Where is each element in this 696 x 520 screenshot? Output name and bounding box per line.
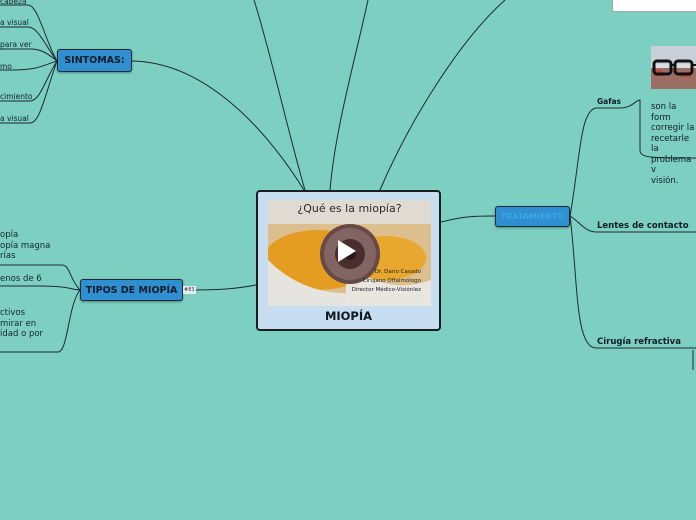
link-sint-3 — [0, 49, 57, 61]
branch-lentes-de-contacto[interactable]: Lentes de contacto — [597, 221, 689, 231]
link-sint-1 — [0, 5, 57, 61]
central-topic[interactable]: ¿Qué es la miopía? Dr. Darío Casado Ciru… — [256, 190, 441, 331]
sintoma-item: cimiento — [0, 92, 33, 102]
video-credits: Dr. Darío Casado Cirujano Oftalmólogo Di… — [352, 268, 421, 295]
tipos-item-2: enos de 6 — [0, 274, 42, 284]
sintoma-item: cabeza — [0, 0, 27, 7]
credit-line: Cirujano Oftalmólogo — [352, 277, 421, 286]
link-top-1 — [254, 0, 305, 190]
glasses-image — [651, 46, 696, 89]
tipos-node[interactable]: TIPOS DE MIOPÍA — [80, 279, 183, 301]
link-tipos-2 — [0, 286, 80, 290]
central-topic-title: MIOPÍA — [258, 309, 439, 323]
play-icon[interactable] — [338, 240, 356, 262]
credit-line: Director Médico-Visiónlez — [352, 286, 421, 295]
tipos-label: TIPOS DE MIOPÍA — [86, 285, 178, 296]
tratamiento-label: TRATAMIENTO — [501, 212, 564, 221]
sintomas-node[interactable]: SINTOMAS: — [57, 49, 132, 72]
branch-gafas[interactable]: Gafas — [597, 97, 621, 106]
video-thumbnail[interactable]: ¿Qué es la miopía? Dr. Darío Casado Ciru… — [268, 200, 431, 306]
desc-line: problema v — [651, 155, 696, 176]
tipos-item-line: opía — [0, 230, 50, 241]
gafas-description: son la form corregir la recetarle la pro… — [651, 102, 696, 186]
sintomas-label: SINTOMAS: — [64, 55, 124, 66]
tipos-badge: #83 — [183, 286, 196, 294]
tipos-item-line: mirar en — [0, 319, 43, 330]
link-tratamiento — [441, 216, 495, 222]
link-gafas — [570, 108, 620, 216]
sintoma-item: mo — [0, 62, 12, 72]
video-heading: ¿Qué es la miopía? — [268, 202, 431, 215]
tipos-item-line: opía magna — [0, 241, 50, 252]
tipos-item-line: ctivos — [0, 308, 43, 319]
branch-cirugia-refractiva[interactable]: Cirugía refractiva — [597, 337, 681, 347]
desc-line: son la form — [651, 102, 696, 123]
credit-line: Dr. Darío Casado — [352, 268, 421, 277]
desc-line: recetarle la — [651, 134, 696, 155]
link-cirugia — [570, 216, 696, 348]
sintoma-item: para ver — [0, 40, 32, 50]
sintoma-item: a visual — [0, 114, 29, 124]
tipos-item-line: idad o por — [0, 329, 43, 340]
tipos-item-line: rías — [0, 251, 50, 262]
tipos-item-3: ctivos mirar en idad o por — [0, 308, 43, 340]
link-top-2 — [330, 0, 368, 190]
top-right-card[interactable] — [612, 0, 696, 12]
tratamiento-node[interactable]: TRATAMIENTO — [495, 206, 570, 227]
glasses-photo — [651, 46, 696, 89]
desc-line: visión. — [651, 176, 696, 187]
tipos-item-line: enos de 6 — [0, 274, 42, 284]
desc-line: corregir la — [651, 123, 696, 134]
link-sintomas — [132, 61, 304, 190]
link-top-3 — [380, 0, 505, 190]
tipos-item-1: opía opía magna rías — [0, 230, 50, 262]
sintoma-item: a visual — [0, 18, 29, 28]
